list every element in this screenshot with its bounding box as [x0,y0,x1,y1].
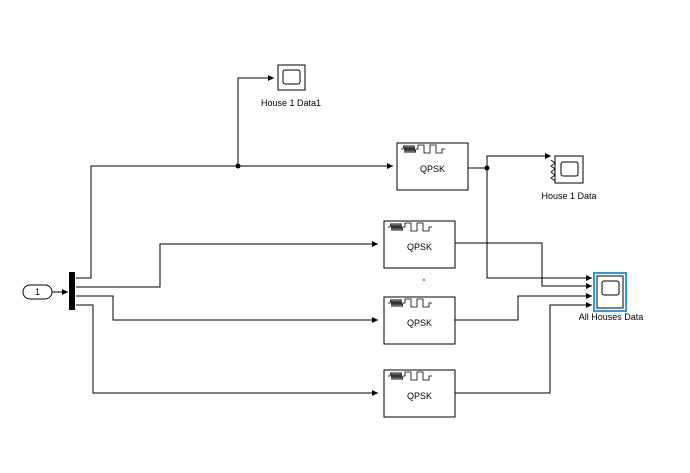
wire-demux-qpsk-2[interactable] [76,295,378,323]
selection-highlight [593,272,627,312]
qpsk-block-top[interactable]: QPSK [396,142,469,191]
modulation-icon [388,371,432,381]
scope-house1-data1[interactable]: House 1 Data1 [261,64,321,108]
scope-all-houses-data-label: All Houses Data [579,312,644,322]
qpsk-top-label: QPSK [420,164,445,174]
wire-demux-qpsk-1[interactable] [76,241,378,288]
wire-qpsk-top-all-houses[interactable] [486,168,592,281]
scope-icon [282,69,301,85]
signal-lines [52,75,592,396]
scope-all-houses-data[interactable]: All Houses Data [579,272,644,322]
modulation-icon [401,144,445,154]
branch-point [235,163,241,169]
multi-input-marker [550,159,556,182]
scope-house1-data[interactable]: House 1 Data [541,155,597,201]
qpsk-block-1[interactable]: QPSK [383,220,456,269]
qpsk-1-label: QPSK [407,242,432,252]
wire-qpsk-1-all-houses[interactable] [455,242,592,289]
scope-house1-data-label: House 1 Data [541,191,596,201]
scope-icon [601,280,620,296]
qpsk-3-label: QPSK [407,391,432,401]
qpsk-block-2[interactable]: QPSK [383,296,456,345]
wire-qpsk-2-all-houses[interactable] [455,293,592,321]
scope-icon [560,161,579,177]
demux-block[interactable] [69,272,75,310]
scope-house1-data1-label: House 1 Data1 [261,98,321,108]
wire-qpsk-top-house1-data[interactable] [468,153,551,169]
qpsk-2-label: QPSK [407,318,432,328]
modulation-icon [388,222,432,232]
inport-block[interactable]: 1 [22,284,53,300]
qpsk-block-3[interactable]: QPSK [383,369,456,418]
wire-demux-qpsk-3[interactable] [76,304,378,396]
modulation-icon [388,298,432,308]
wire-branch-house1-data1[interactable] [237,75,274,166]
wire-qpsk-3-all-houses[interactable] [455,302,592,394]
cursor-marker [422,278,426,282]
branch-point [484,165,490,171]
wire-demux-qpsk-top[interactable] [76,163,393,279]
inport-label: 1 [35,287,40,297]
